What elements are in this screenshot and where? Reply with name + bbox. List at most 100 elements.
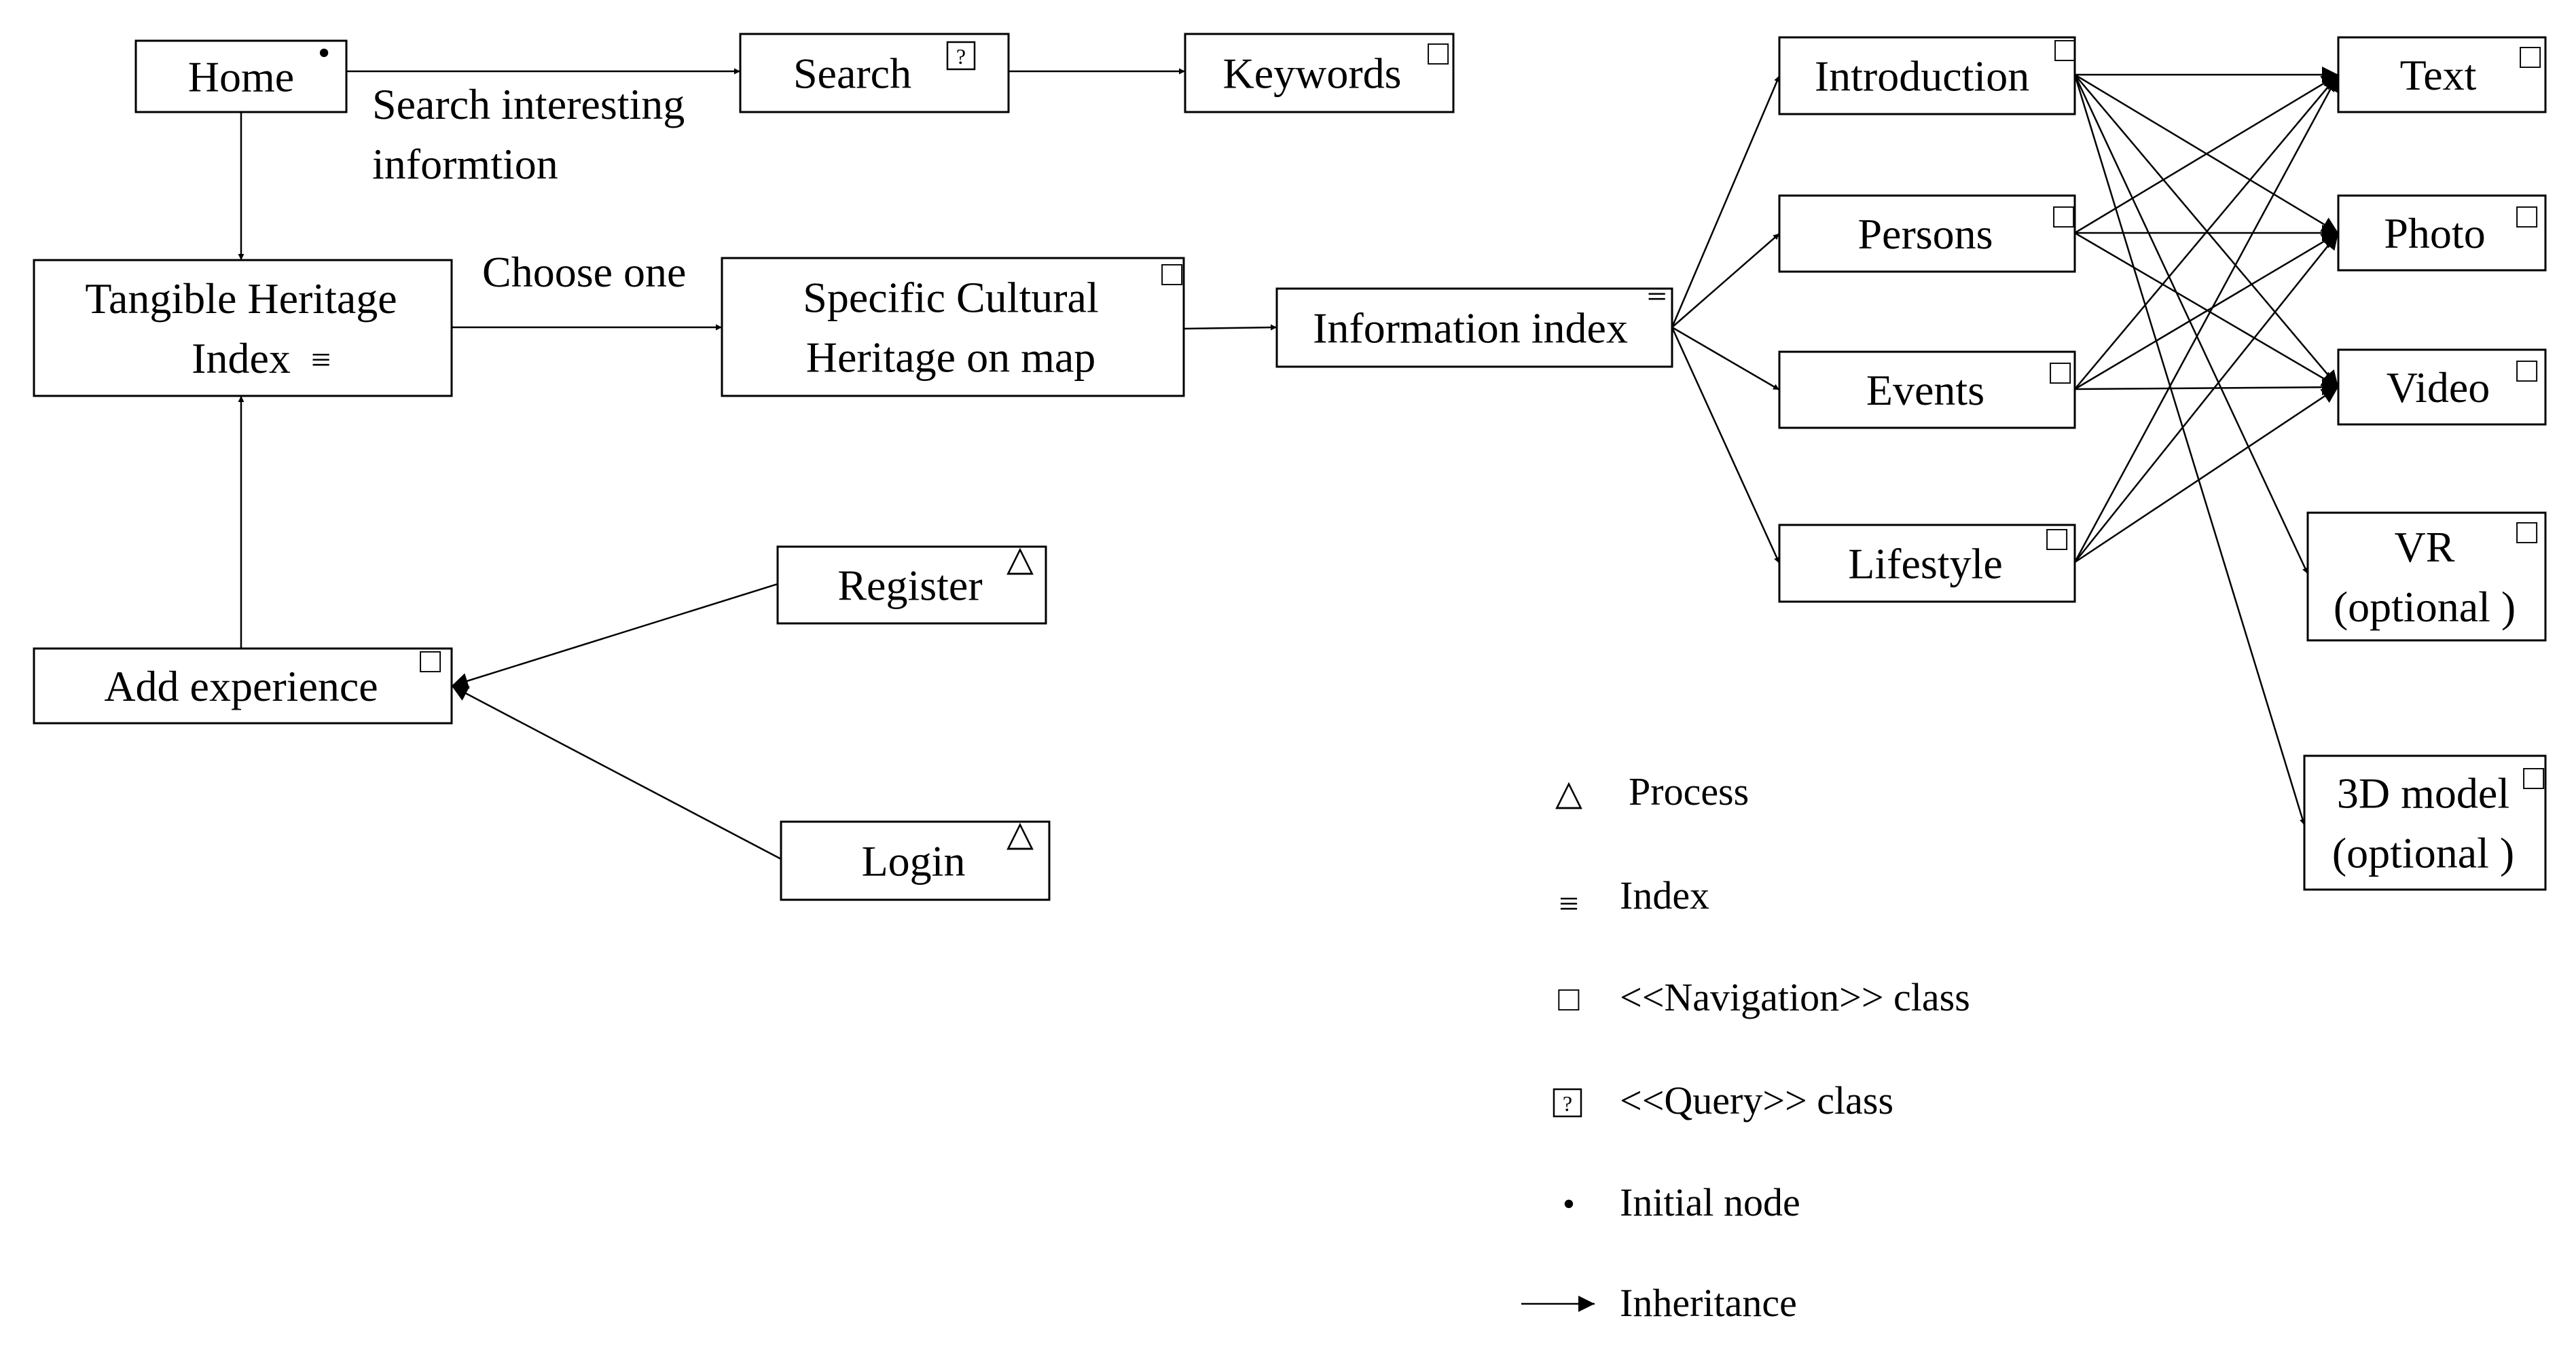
node-infoindex[interactable]: Information index ≡	[1275, 275, 1673, 368]
node-video-label: Video	[2387, 363, 2490, 412]
node-video[interactable]: Video □	[2337, 348, 2547, 426]
legend-label: <<Navigation>> class	[1620, 975, 1970, 1019]
node-home-label: Home	[188, 53, 294, 101]
query-class-icon: ?	[946, 41, 976, 71]
edge-introduction-to-model3d	[2073, 74, 2306, 826]
node-introduction[interactable]: Introduction □	[1778, 31, 2076, 115]
node-events-label: Events	[1866, 366, 1984, 414]
node-home-box	[134, 39, 348, 113]
node-video-box	[2337, 348, 2547, 426]
navigation-class-icon: □	[1558, 980, 1580, 1019]
node-introduction-label: Introduction	[1815, 52, 2029, 101]
legend-label: Process	[1629, 769, 1749, 814]
edge-infoindex-to-introduction	[1671, 75, 1781, 328]
node-model3d[interactable]: 3D model(optional )□	[2303, 754, 2547, 891]
node-text-label: Text	[2400, 51, 2477, 99]
navigation-class-icon: □	[2050, 353, 2071, 392]
navigation-class-icon: □	[1161, 255, 1183, 293]
edge-label-choose-one: Choose one	[482, 248, 686, 296]
node-search[interactable]: Search?	[739, 33, 1010, 113]
node-persons-box	[1778, 194, 2076, 273]
legend-item-initial-node: •Initial node	[1563, 1180, 1800, 1224]
node-events-box	[1778, 350, 2076, 429]
edge-events-to-text	[2074, 74, 2339, 390]
node-register[interactable]: Register △	[776, 540, 1047, 625]
edge-label-search-interesting: informtion	[372, 140, 558, 188]
legend-item-index: ≡ Index	[1559, 873, 1709, 924]
legend: △ Process ≡ Index □ <<Navigation>> class? <<Qu…	[1521, 769, 1970, 1325]
legend-item-process: △ Process	[1555, 769, 1749, 814]
node-login-label: Login	[862, 837, 966, 886]
node-keywords-label: Keywords	[1222, 50, 1401, 98]
edge-login-to-add-experience	[451, 685, 782, 860]
edge-infoindex-to-events	[1671, 326, 1780, 391]
node-keywords-box	[1184, 33, 1455, 113]
edge-register-to-add-experience	[451, 583, 778, 689]
node-tangible-box	[33, 259, 453, 397]
node-tangible-label: Index	[192, 334, 291, 382]
navigation-class-icon: □	[420, 642, 441, 680]
node-home[interactable]: Home•	[134, 34, 348, 113]
edge-specific-to-infoindex	[1183, 324, 1277, 331]
navigation-class-icon: □	[1428, 34, 1449, 73]
svg-text:?: ?	[956, 44, 966, 69]
edge-introduction-to-vr	[2073, 74, 2309, 574]
node-login[interactable]: Login △	[780, 815, 1051, 901]
node-register-label: Register	[837, 562, 982, 610]
connector-layer	[238, 67, 2340, 860]
navigation-class-icon: □	[2054, 31, 2076, 69]
node-text-box	[2337, 36, 2547, 113]
index-icon: ≡	[1559, 885, 1578, 924]
legend-item-inheritance-arrow: Inheritance	[1521, 1281, 1797, 1325]
edge-lifestyle-to-video	[2074, 386, 2339, 564]
process-icon: △	[1555, 774, 1582, 813]
legend-label: Index	[1620, 873, 1709, 917]
legend-item-navigation-class: □ <<Navigation>> class	[1558, 975, 1970, 1019]
node-vr-box	[2306, 511, 2547, 642]
node-model3d-label: (optional )	[2332, 829, 2514, 877]
node-model3d-box	[2303, 754, 2547, 891]
navigation-class-icon: □	[2046, 519, 2068, 558]
index-icon: ≡	[311, 341, 331, 380]
node-photo-label: Photo	[2384, 209, 2485, 257]
node-add-experience-box	[33, 647, 453, 725]
node-tangible-label: Tangible Heritage	[85, 274, 397, 323]
initial-node-icon: •	[1563, 1185, 1575, 1224]
edge-lifestyle-to-text	[2073, 74, 2340, 563]
node-keywords[interactable]: Keywords □	[1184, 33, 1455, 113]
edge-persons-to-video	[2074, 232, 2339, 388]
node-add-experience[interactable]: Add experience□	[33, 642, 453, 725]
node-text[interactable]: Text□	[2337, 36, 2547, 113]
navigation-class-icon: □	[2516, 351, 2538, 390]
node-specific-box	[721, 257, 1185, 397]
node-layer: Home•Search?Keywords□Tangible HeritageIn…	[33, 31, 2547, 901]
edge-infoindex-to-lifestyle	[1671, 327, 1781, 564]
edge-persons-to-text	[2074, 73, 2339, 234]
node-persons[interactable]: Persons□	[1778, 194, 2076, 273]
node-events[interactable]: Events □	[1778, 350, 2076, 429]
navigation-class-icon: □	[2516, 513, 2538, 551]
node-lifestyle-label: Lifestyle	[1848, 540, 2002, 588]
index-icon: ≡	[1647, 275, 1667, 314]
svg-text:?: ?	[1563, 1091, 1572, 1116]
node-model3d-label: 3D model	[2337, 769, 2509, 818]
node-photo[interactable]: Photo□	[2337, 194, 2547, 272]
node-infoindex-box	[1275, 287, 1673, 368]
node-infoindex-label: Information index	[1313, 304, 1628, 352]
navigation-class-icon: □	[2053, 197, 2075, 236]
edge-events-to-photo	[2074, 232, 2339, 390]
node-lifestyle[interactable]: Lifestyle □	[1778, 519, 2076, 603]
legend-label: <<Query>> class	[1620, 1078, 1893, 1123]
process-icon: △	[1006, 815, 1034, 854]
node-vr[interactable]: VR(optional )□	[2306, 511, 2547, 642]
edge-events-to-video	[2074, 379, 2339, 396]
edge-label-search-interesting: Search interesting	[372, 80, 685, 128]
process-icon: △	[1006, 540, 1034, 579]
query-class-icon: ?	[1553, 1088, 1582, 1118]
edge-lifestyle-to-photo	[2074, 232, 2339, 563]
node-photo-box	[2337, 194, 2547, 272]
